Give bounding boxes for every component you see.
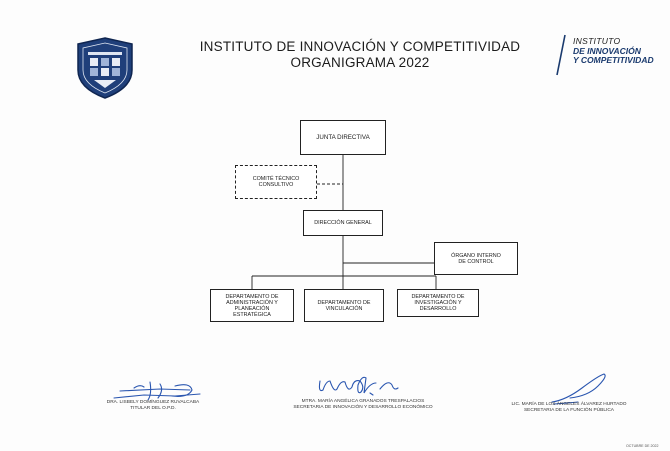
org-box-label: DEPARTAMENTO DE VINCULACIÓN: [317, 299, 371, 312]
signatory-role: TITULAR DEL O.P.D.: [130, 406, 176, 411]
brand-line-2: DE INNOVACIÓN: [573, 45, 641, 56]
org-box-junta-directiva: JUNTA DIRECTIVA: [300, 120, 386, 155]
org-box-label: ÓRGANO INTERNO DE CONTROL: [451, 252, 501, 265]
signatory-name: MTRA. MARÍA ANGÉLICA GRANADOS TRESPALACI…: [301, 399, 425, 404]
org-box-depto-administracion: DEPARTAMENTO DE ADMINISTRACIÓN Y PLANEAC…: [210, 289, 294, 322]
signature-block-3: LIC. MARÍA DE LOS ÁNGELES ÁLVAREZ HURTAD…: [490, 402, 648, 414]
org-box-label: COMITÉ TÉCNICO CONSULTIVO: [252, 176, 300, 188]
brand-slash-mark: [556, 34, 566, 76]
signature-2-handwriting: [318, 376, 399, 396]
document-subtitle: ORGANIGRAMA 2022: [290, 55, 430, 70]
signature-block-1: DRA. LISBELY DOMÍNGUEZ RUVALCABA TITULAR…: [62, 400, 244, 412]
brand-line-1: INSTITUTO: [573, 36, 621, 46]
org-box-organo-interno: ÓRGANO INTERNO DE CONTROL: [434, 242, 518, 275]
institute-seal-logo: [77, 37, 133, 99]
org-box-comite-tecnico: COMITÉ TÉCNICO CONSULTIVO: [235, 165, 317, 199]
signature-1-handwriting: [113, 381, 201, 401]
org-box-depto-investigacion: DEPARTAMENTO DE INVESTIGACIÓN Y DESARROL…: [397, 289, 479, 317]
signatory-name: LIC. MARÍA DE LOS ÁNGELES ÁLVAREZ HURTAD…: [511, 402, 627, 407]
signatory-role: SECRETARIA DE LA FUNCIÓN PÚBLICA: [523, 408, 614, 413]
signatory-name: DRA. LISBELY DOMÍNGUEZ RUVALCABA: [106, 400, 200, 405]
org-box-depto-vinculacion: DEPARTAMENTO DE VINCULACIÓN: [304, 289, 384, 322]
org-box-direccion-general: DIRECCIÓN GENERAL: [303, 210, 383, 236]
org-box-label: DEPARTAMENTO DE ADMINISTRACIÓN Y PLANEAC…: [225, 293, 279, 318]
footer-date: OCTUBRE DE 2022: [626, 444, 659, 448]
signatory-role: SECRETARIA DE INNOVACIÓN Y DESARROLLO EC…: [293, 405, 433, 410]
org-box-label: DIRECCIÓN GENERAL: [314, 220, 372, 226]
signature-block-2: MTRA. MARÍA ANGÉLICA GRANADOS TRESPALACI…: [254, 399, 472, 411]
org-box-label: DEPARTAMENTO DE INVESTIGACIÓN Y DESARROL…: [411, 294, 465, 312]
document-title: INSTITUTO DE INNOVACIÓN Y COMPETITIVIDAD: [199, 39, 521, 54]
signature-3-handwriting: [551, 373, 606, 405]
org-box-label: JUNTA DIRECTIVA: [316, 133, 370, 141]
brand-wordmark: INSTITUTO DE INNOVACIÓN Y COMPETITIVIDAD: [573, 36, 670, 66]
brand-line-3: Y COMPETITIVIDAD: [573, 55, 654, 65]
